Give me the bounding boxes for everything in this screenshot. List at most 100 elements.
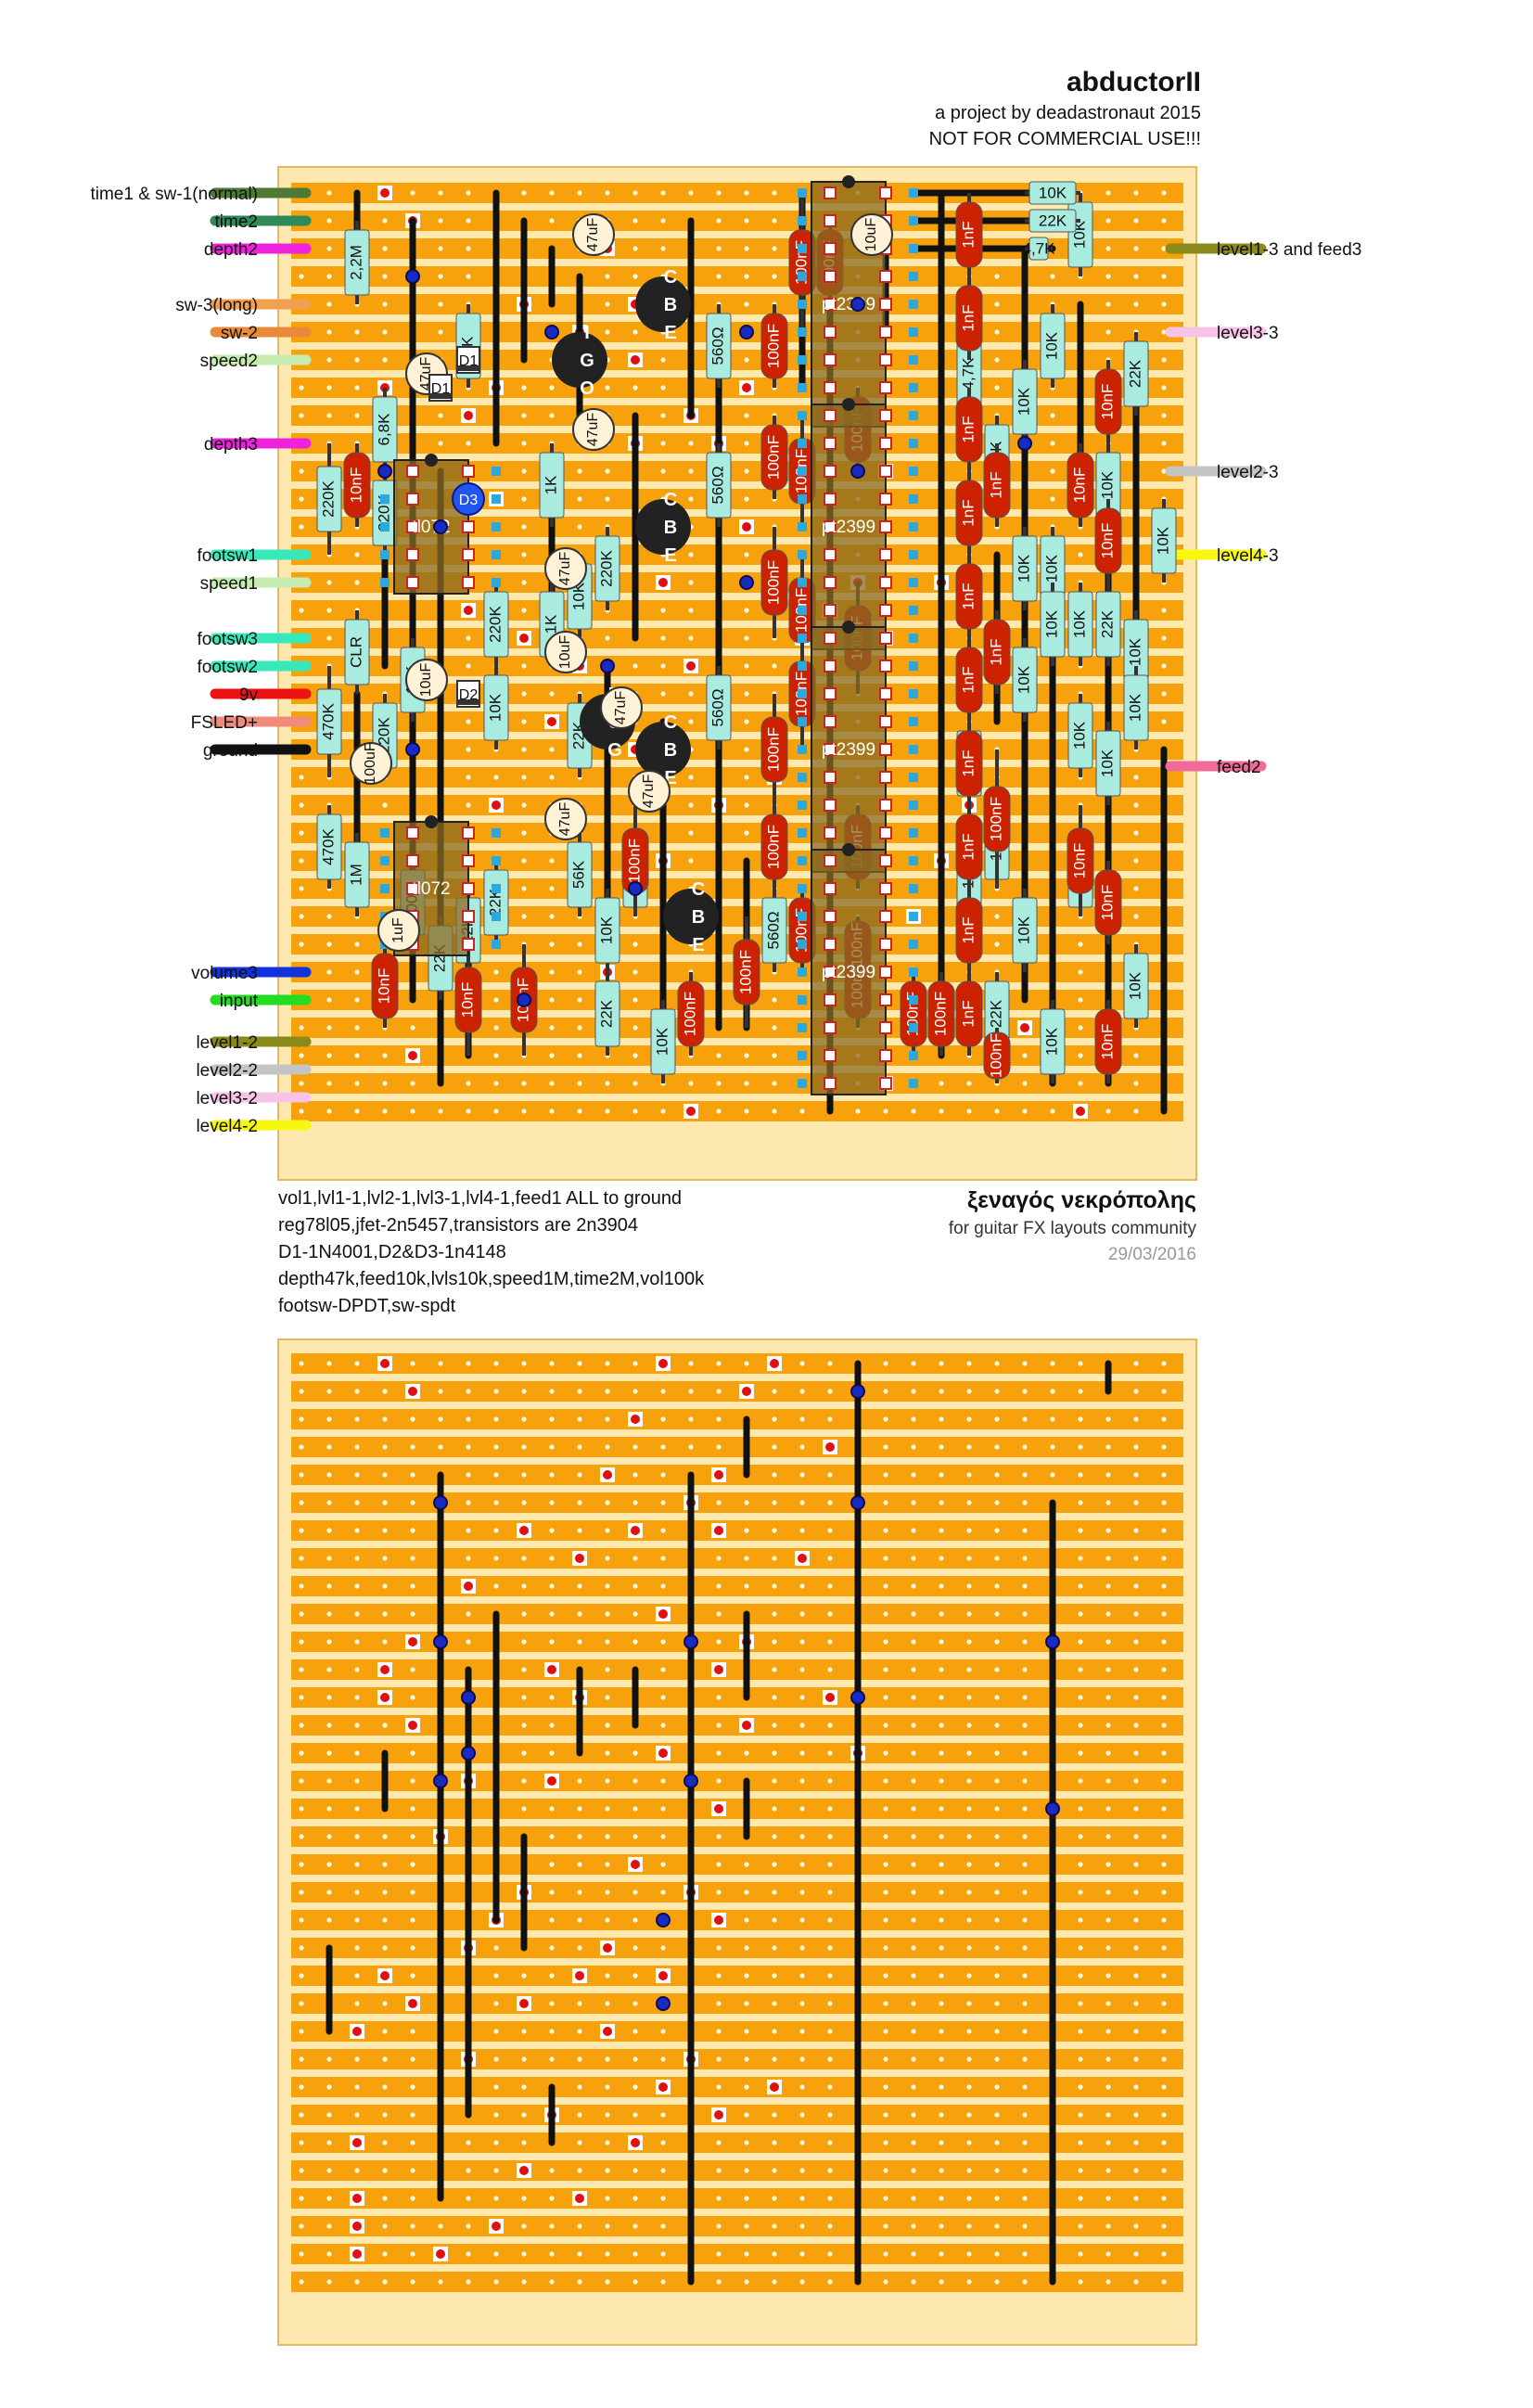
hole [521,886,527,891]
hole [994,1750,1000,1756]
hole [772,1973,777,1979]
hole [1022,2279,1028,2285]
hole [688,830,694,836]
hole [577,1834,582,1839]
ic-pin [879,993,892,1006]
hole [1078,1081,1083,1086]
ic-label: tl072 [412,879,450,899]
hole [799,1695,805,1700]
hole [1161,246,1167,251]
hole [299,2112,304,2118]
hole [549,886,555,891]
hole [326,2223,332,2229]
electrolytic-capacitor [544,631,587,673]
hole [493,2140,499,2145]
hole [521,1472,527,1478]
ic-label: pt2399 [822,740,875,760]
ic-pin [462,938,475,951]
hole [1133,1053,1139,1058]
hole [493,1528,499,1533]
hole [521,1750,527,1756]
hole [716,1361,722,1366]
hole [716,1639,722,1645]
hole [716,246,722,251]
hole [744,218,749,224]
hole [716,2251,722,2257]
hole [521,2223,527,2229]
hole [799,1806,805,1812]
socket-pad [909,995,918,1005]
hole [299,1889,304,1895]
hole [326,329,332,335]
hole [410,1528,415,1533]
hole [354,329,360,335]
hole [299,1611,304,1617]
copper-strip [291,544,1183,565]
hole [966,1416,972,1422]
hole [326,608,332,613]
hole [326,914,332,919]
hole [632,2168,638,2173]
hole [1105,1472,1111,1478]
hole [772,2001,777,2006]
hole [994,329,1000,335]
hole [438,441,443,446]
track-cut-mark [408,1721,417,1730]
film-capacitor [1067,827,1094,894]
film-capacitor [677,980,705,1047]
hole [994,1416,1000,1422]
hole [911,1750,916,1756]
hole [605,2279,610,2285]
hole [1078,2001,1083,2006]
ic-notch [842,843,855,856]
hole [549,969,555,975]
hole [799,1723,805,1728]
hole [438,329,443,335]
hole [577,1945,582,1951]
hole [1022,2029,1028,2034]
hole [1133,1862,1139,1867]
hole [994,1361,1000,1366]
hole [744,2279,749,2285]
ic-pin [824,966,837,979]
hole [883,1834,888,1839]
hole [772,1750,777,1756]
track-cut-mark [408,1387,417,1396]
hole [354,1973,360,1979]
component-label: 10K [1154,526,1171,555]
socket-pad [798,801,807,810]
track-cut-mark [519,2166,529,2175]
hole [1133,246,1139,251]
hole [605,468,610,474]
credit-community: for guitar FX layouts community [949,1219,1197,1238]
hole [605,1667,610,1672]
socket-pad [909,940,918,949]
hole [799,1361,805,1366]
diode [452,482,485,516]
hole [911,1583,916,1589]
hole [1078,1778,1083,1784]
hole [883,2168,888,2173]
hole [1133,1806,1139,1812]
hole [438,301,443,307]
hole [1161,329,1167,335]
hole [577,2223,582,2229]
track-cut-mark [686,661,696,671]
ic-pin [879,493,892,506]
hole [549,1611,555,1617]
hole [632,2279,638,2285]
hole [521,1556,527,1561]
hole [632,385,638,391]
hole [466,719,471,724]
hole [716,1973,722,1979]
hole [1161,190,1167,196]
hole [744,468,749,474]
hole [493,1361,499,1366]
hole [1078,2112,1083,2118]
hole [299,1361,304,1366]
track-cut-mark [631,355,640,365]
hole [1161,1723,1167,1728]
wire-label: level4-2 [196,1117,258,1136]
hole [1133,1834,1139,1839]
component-label: 10K [486,693,504,722]
